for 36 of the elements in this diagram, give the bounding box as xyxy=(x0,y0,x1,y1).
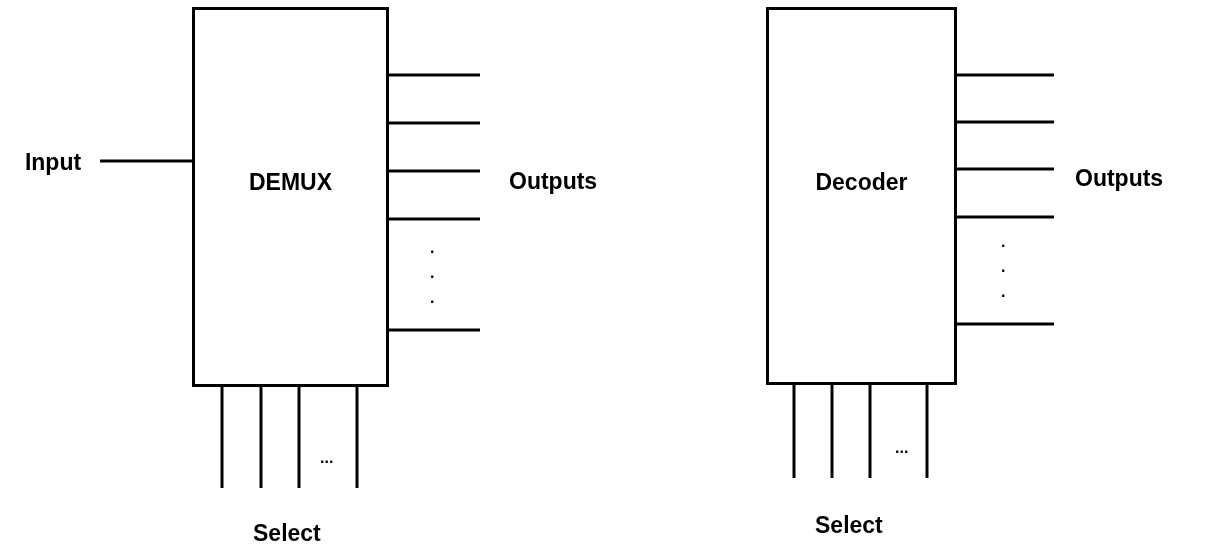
ellipsis-dot: . xyxy=(1001,234,1006,250)
signal-line xyxy=(957,215,1054,219)
decoder-block xyxy=(766,7,957,385)
block-title: DEMUX xyxy=(248,169,333,196)
signal-line xyxy=(389,73,480,77)
signal-line xyxy=(957,120,1054,124)
signal-line xyxy=(957,167,1054,171)
signal-line xyxy=(389,328,480,332)
signal-line xyxy=(830,385,834,478)
ellipsis-mark: ... xyxy=(895,440,909,456)
signal-line xyxy=(297,387,301,488)
signal-line xyxy=(925,385,929,478)
demux-block xyxy=(192,7,389,387)
select-label: Select xyxy=(815,514,883,537)
select-label: Select xyxy=(253,522,321,545)
ellipsis-dot: . xyxy=(1001,259,1006,275)
connector-line xyxy=(100,159,192,163)
signal-line xyxy=(355,387,359,488)
signal-line xyxy=(389,169,480,173)
ellipsis-mark: ... xyxy=(320,450,334,466)
signal-line xyxy=(389,121,480,125)
block-title: Decoder xyxy=(815,169,908,196)
ellipsis-dot: . xyxy=(1001,284,1006,300)
signal-line xyxy=(957,322,1054,326)
signal-line xyxy=(259,387,263,488)
signal-line xyxy=(389,217,480,221)
signal-line xyxy=(792,385,796,478)
outputs-label: Outputs xyxy=(509,170,598,193)
input-label: Input xyxy=(6,148,100,176)
signal-line xyxy=(957,73,1054,77)
ellipsis-dot: . xyxy=(430,240,435,256)
signal-line xyxy=(868,385,872,478)
ellipsis-dot: . xyxy=(430,265,435,281)
outputs-label: Outputs xyxy=(1075,167,1164,190)
ellipsis-dot: . xyxy=(430,290,435,306)
signal-line xyxy=(220,387,224,488)
